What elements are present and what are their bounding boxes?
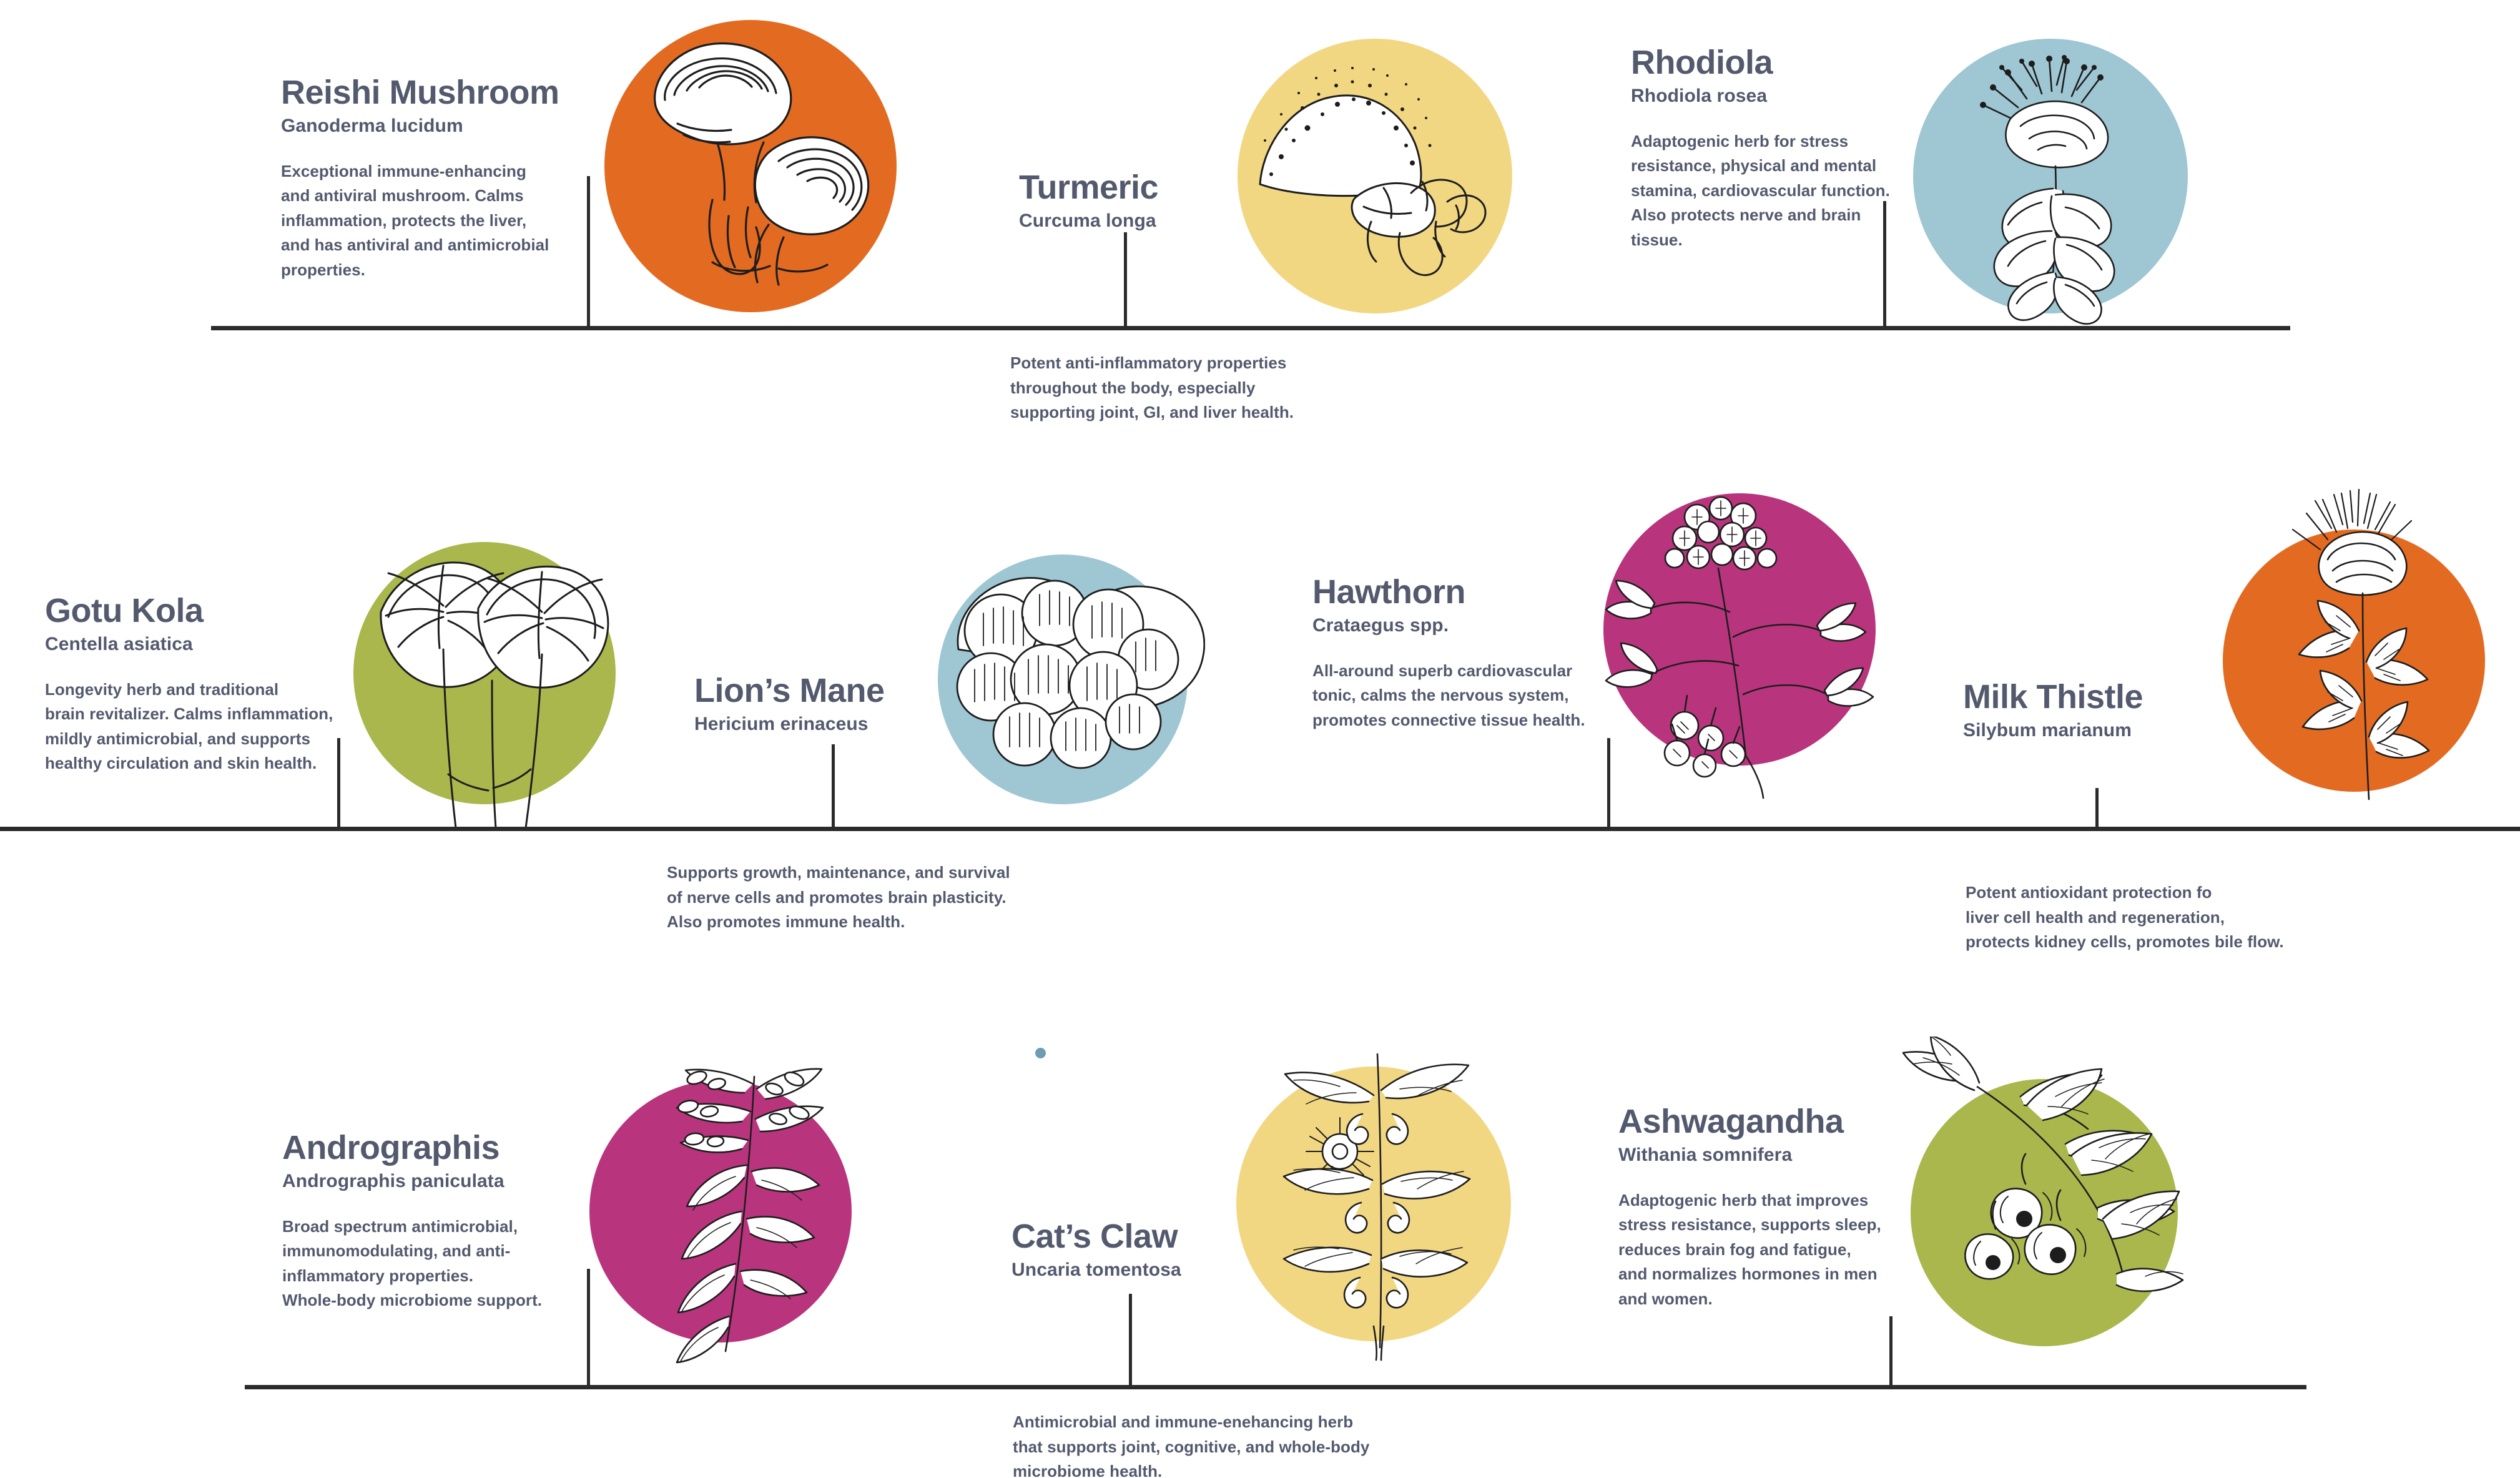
herb-latin-gotu-kola: Centella asiatica [45,634,193,655]
herb-name-rhodiola: Rhodiola [1631,44,1773,81]
herb-description-ashwagandha: Adaptogenic herb that improves stress re… [1618,1190,1881,1308]
cats-claw-circle [1236,1067,1511,1341]
herb-latin-andrographis: Andrographis paniculata [282,1171,504,1192]
herb-name-hawthorn: Hawthorn [1312,573,1466,611]
row-3-tick-andrographis [587,1269,590,1386]
andrographis-circle [589,1080,852,1343]
herb-block-gotu-kola: Gotu Kola Centella asiatica Longevity he… [45,593,363,776]
herb-block-ashwagandha: Ashwagandha Withania somnifera Adaptogen… [1618,1103,1912,1311]
stray-dot-artifact [1035,1048,1046,1058]
caption-milk-thistle: Potent antioxidant protection fo liver c… [1966,883,2284,952]
herb-name-gotu-kola: Gotu Kola [45,592,204,629]
row-2-tick-hawthorn [1607,738,1610,828]
herb-name-andrographis: Andrographis [282,1129,500,1166]
herb-latin-lions-mane: Hericium erinaceus [694,714,869,735]
herb-latin-reishi: Ganoderma lucidum [281,116,463,137]
herb-name-milk-thistle: Milk Thistle [1963,678,2143,716]
row-1-tick-rhodiola [1883,201,1886,327]
row-3-tick-cats-claw [1129,1294,1132,1386]
herb-description-hawthorn: All-around superb cardiovascular tonic, … [1312,661,1585,729]
row-2-tick-lions-mane [832,744,835,828]
row-2-tick-milk-thistle [2095,788,2099,828]
caption-lions-mane: Supports growth, maintenance, and surviv… [667,863,1010,932]
row-1-tick-reishi [587,176,590,327]
ashwagandha-circle [1911,1079,2178,1346]
herb-name-reishi: Reishi Mushroom [281,74,559,111]
herb-description-reishi: Exceptional immune-enhancing and antivir… [281,161,549,279]
row-3-tick-ashwagandha [1889,1316,1892,1386]
herb-block-turmeric: Turmeric Curcuma longa [1019,169,1269,233]
hawthorn-circle [1603,493,1876,766]
herb-block-reishi: Reishi Mushroom Ganoderma lucidum Except… [281,74,574,282]
caption-cats-claw: Antimicrobial and immune-enehancing herb… [1013,1412,1370,1478]
herb-block-andrographis: Andrographis Andrographis paniculata Bro… [282,1130,576,1313]
row-2-tick-gotu-kola [337,738,340,828]
herb-latin-rhodiola: Rhodiola rosea [1631,86,1768,107]
herb-description-andrographis: Broad spectrum antimicrobial, immunomodu… [282,1216,543,1310]
herb-latin-cats-claw: Uncaria tomentosa [1011,1259,1181,1281]
herb-name-cats-claw: Cat’s Claw [1011,1218,1178,1255]
herb-latin-turmeric: Curcuma longa [1019,210,1156,232]
herb-block-rhodiola: Rhodiola Rhodiola rosea Adaptogenic herb… [1631,44,1918,252]
herb-description-gotu-kola: Longevity herb and traditional brain rev… [45,679,333,773]
caption-turmeric: Potent anti-inflammatory properties thro… [1010,353,1294,422]
herb-name-turmeric: Turmeric [1019,169,1159,206]
row-3-axis-line [245,1385,2306,1389]
herb-description-rhodiola: Adaptogenic herb for stress resistance, … [1631,131,1890,249]
row-2-axis-line [0,827,2520,831]
herb-latin-ashwagandha: Withania somnifera [1618,1145,1793,1166]
herb-block-milk-thistle: Milk Thistle Silybum marianum [1963,679,2225,742]
turmeric-circle [1238,39,1512,313]
row-1-axis-line [211,326,2290,330]
herb-block-lions-mane: Lion’s Mane Hericium erinaceus [694,672,944,736]
reishi-circle [604,20,897,312]
lions-mane-circle [938,554,1188,804]
herb-name-lions-mane: Lion’s Mane [694,672,885,709]
herb-block-hawthorn: Hawthorn Crataegus spp. All-around super… [1312,574,1606,732]
gotu-kola-circle [353,542,616,804]
herb-block-cats-claw: Cat’s Claw Uncaria tomentosa [1011,1218,1261,1282]
rhodiola-circle [1913,39,2188,313]
herb-name-ashwagandha: Ashwagandha [1618,1103,1844,1140]
milk-thistle-circle [2223,530,2485,792]
herb-latin-hawthorn: Crataegus spp. [1312,615,1449,636]
herb-latin-milk-thistle: Silybum marianum [1963,720,2132,741]
row-1-tick-turmeric [1124,232,1127,327]
